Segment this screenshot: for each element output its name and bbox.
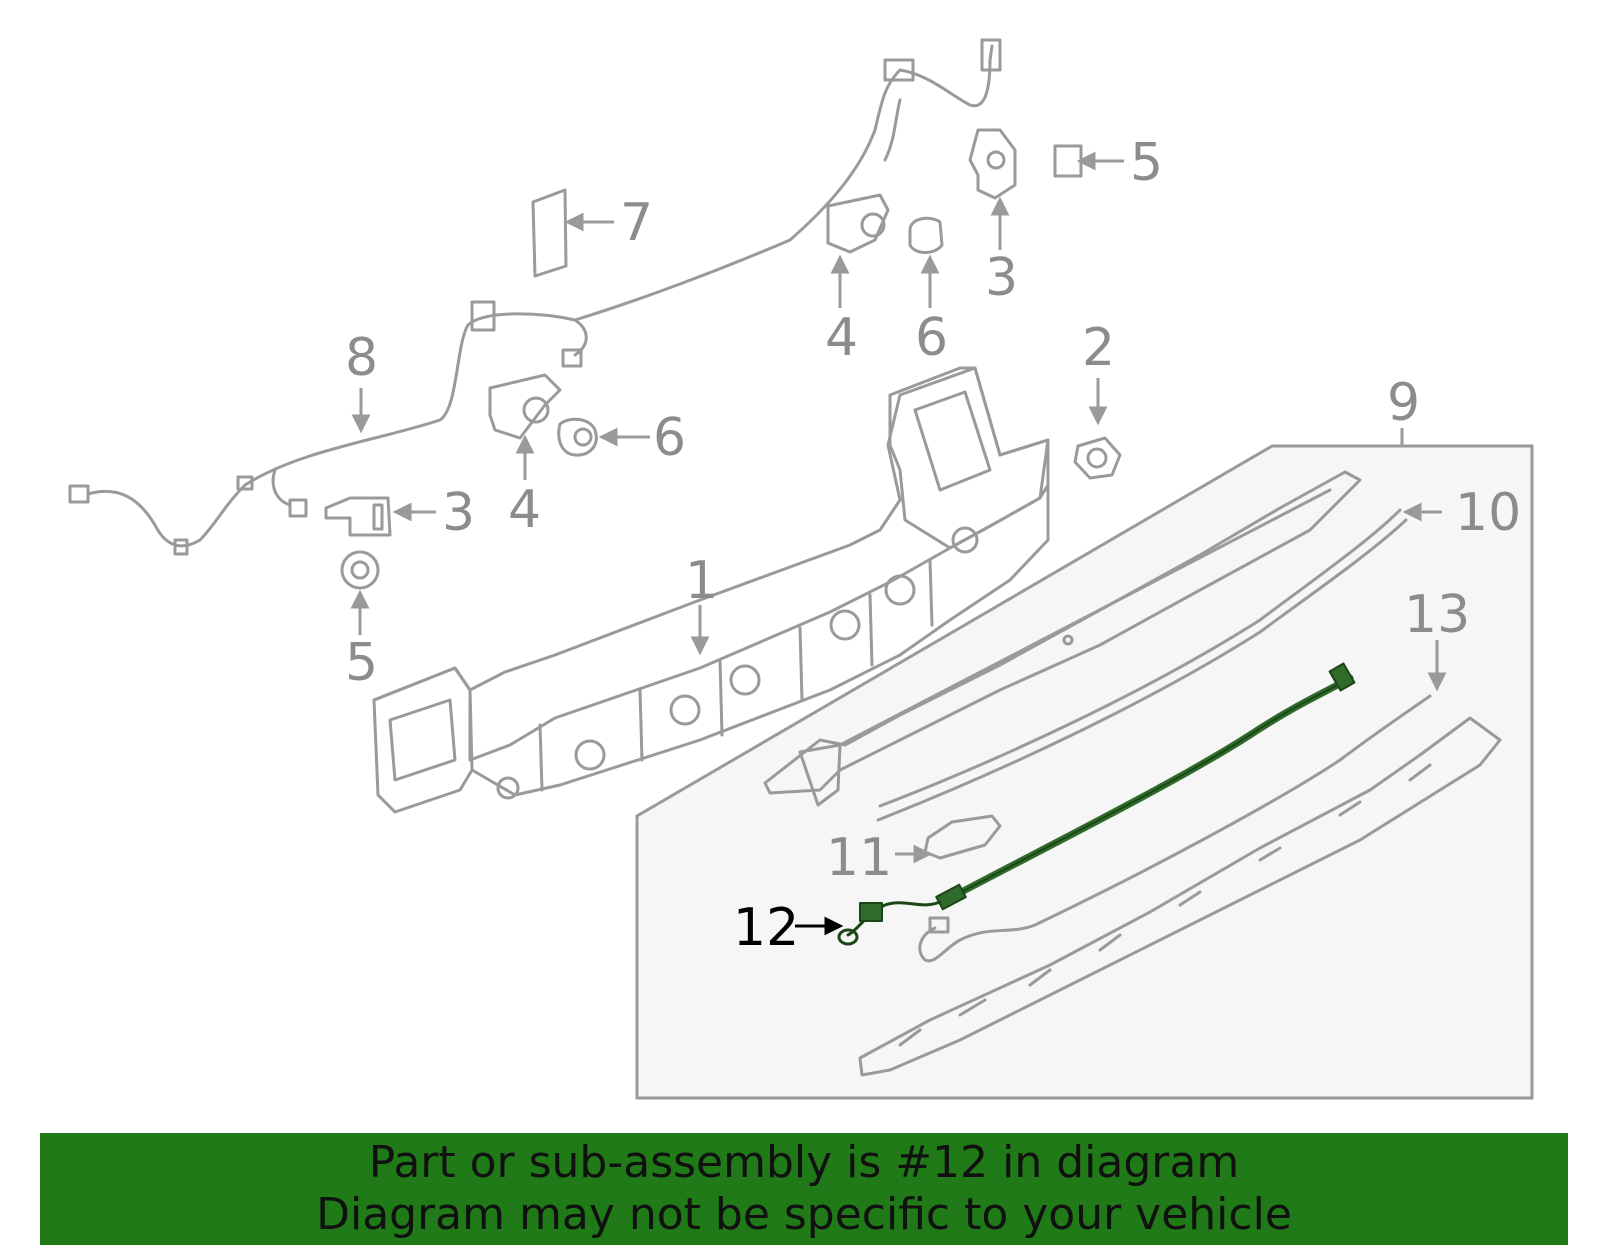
beam-hole-3: [729, 664, 761, 696]
energy-absorber-lower-ribs: [898, 763, 1432, 1047]
parking-sensor-4-right-face: [860, 212, 886, 238]
gray-parts: [68, 38, 1502, 1077]
wiring-branch-3: [883, 98, 902, 162]
parking-sensor-4-right: [826, 193, 890, 254]
grommet-5-hole: [350, 560, 370, 580]
harness-clip-2: [173, 538, 189, 556]
callout-6-top: 6: [915, 308, 948, 368]
part-12-cable-core: [949, 677, 1351, 899]
callout-4-mid: 4: [508, 480, 541, 540]
callout-labels: 7 5 3 4 6 8 2 9 6 4 3 10 1 13 5 11 12: [345, 133, 1521, 958]
beam-end-left: [372, 666, 474, 814]
energy-absorber-upper-hole: [1062, 634, 1074, 646]
beam-hole-1: [574, 739, 606, 771]
callout-2: 2: [1082, 318, 1115, 378]
callout-10: 10: [1455, 483, 1521, 543]
footer-banner: Part or sub-assembly is #12 in diagram D…: [40, 1133, 1568, 1245]
beam-hole-6: [951, 526, 979, 554]
callout-5-top: 5: [1130, 133, 1163, 193]
strip-10-edge: [876, 518, 1408, 822]
wiring-branch-2: [271, 468, 292, 507]
footer-line-1: Part or sub-assembly is #12 in diagram: [368, 1137, 1240, 1188]
callout-3-top: 3: [985, 248, 1018, 308]
callout-13: 13: [1404, 585, 1470, 645]
bracket-7: [531, 188, 568, 278]
bezel-6-left-hole: [573, 427, 593, 447]
leader-arrow-12: [795, 916, 844, 936]
harness-clip-1: [236, 475, 254, 491]
leader-arrows: [350, 151, 1447, 864]
nut-2: [1073, 436, 1122, 480]
sensor-holder-3-right: [968, 128, 1017, 200]
callout-8: 8: [345, 328, 378, 388]
strip-10: [878, 508, 1402, 808]
beam-end-right: [888, 366, 1050, 550]
parts-diagram: 7 5 3 4 6 8 2 9 6 4 3 10 1 13 5 11 12: [68, 38, 1534, 1100]
callout-7: 7: [620, 193, 653, 253]
harness-connector-top: [883, 58, 915, 82]
callout-4-top: 4: [825, 308, 858, 368]
energy-absorber-upper-line: [838, 488, 1332, 747]
harness-connector-right: [980, 38, 1002, 72]
energy-absorber-upper-tab: [798, 743, 842, 807]
harness-connector-mid: [561, 348, 583, 368]
reinforcement-beam: [372, 366, 1050, 762]
harness-connector-left: [68, 484, 90, 504]
callout-3-mid: 3: [442, 483, 475, 543]
wiring-harness: [86, 44, 994, 548]
nut-2-hole: [1086, 447, 1108, 469]
beam-hole-5: [884, 574, 916, 606]
beam-end-right-detail: [913, 390, 992, 492]
part-12-highlight: [837, 662, 1356, 946]
beam-rib-2: [638, 688, 644, 762]
part-12-loop: [837, 928, 859, 946]
callout-5-bottom: 5: [345, 633, 378, 693]
part-12-pigtail: [846, 900, 942, 937]
bezel-6-left: [557, 417, 598, 457]
bezel-6-right: [908, 216, 944, 254]
energy-absorber-lower: [858, 716, 1502, 1077]
beam-rib-4: [798, 626, 804, 702]
beam-rib-5: [868, 593, 874, 667]
beam-hole-2: [669, 694, 701, 726]
beam-lower-edge: [470, 483, 1050, 797]
beam-end-left-detail: [388, 698, 457, 782]
callout-1: 1: [685, 551, 718, 611]
callout-12: 12: [733, 898, 799, 958]
callout-6-mid: 6: [653, 408, 686, 468]
assembly-box-9: [635, 444, 1534, 1100]
beam-rib-1: [538, 723, 544, 792]
sensor-holder-3-right-eye: [986, 150, 1006, 170]
parking-sensor-4-left-face: [522, 396, 550, 424]
callout-11: 11: [826, 828, 892, 888]
sensor-wire-13: [1033, 694, 1432, 927]
part-12-end-connector: [1328, 662, 1356, 692]
sensor-wire-13-connector: [928, 916, 950, 934]
beam-hole-4: [829, 609, 861, 641]
harness-connector-3: [288, 498, 308, 518]
grommet-5: [340, 550, 380, 590]
footer-line-2: Diagram may not be specific to your vehi…: [316, 1189, 1292, 1240]
harness-clip-3: [470, 300, 496, 332]
beam-rib-3: [718, 658, 724, 737]
sensor-holder-3-left-tab: [372, 503, 384, 531]
sensor-wire-13-tail: [918, 923, 1037, 963]
beam-rib-6: [928, 558, 934, 627]
callout-9: 9: [1387, 373, 1420, 433]
sensor-holder-3-left: [324, 496, 392, 537]
beam-hole-7: [496, 776, 520, 800]
part-12-plug: [859, 902, 883, 922]
wiring-branch-1: [573, 318, 588, 357]
